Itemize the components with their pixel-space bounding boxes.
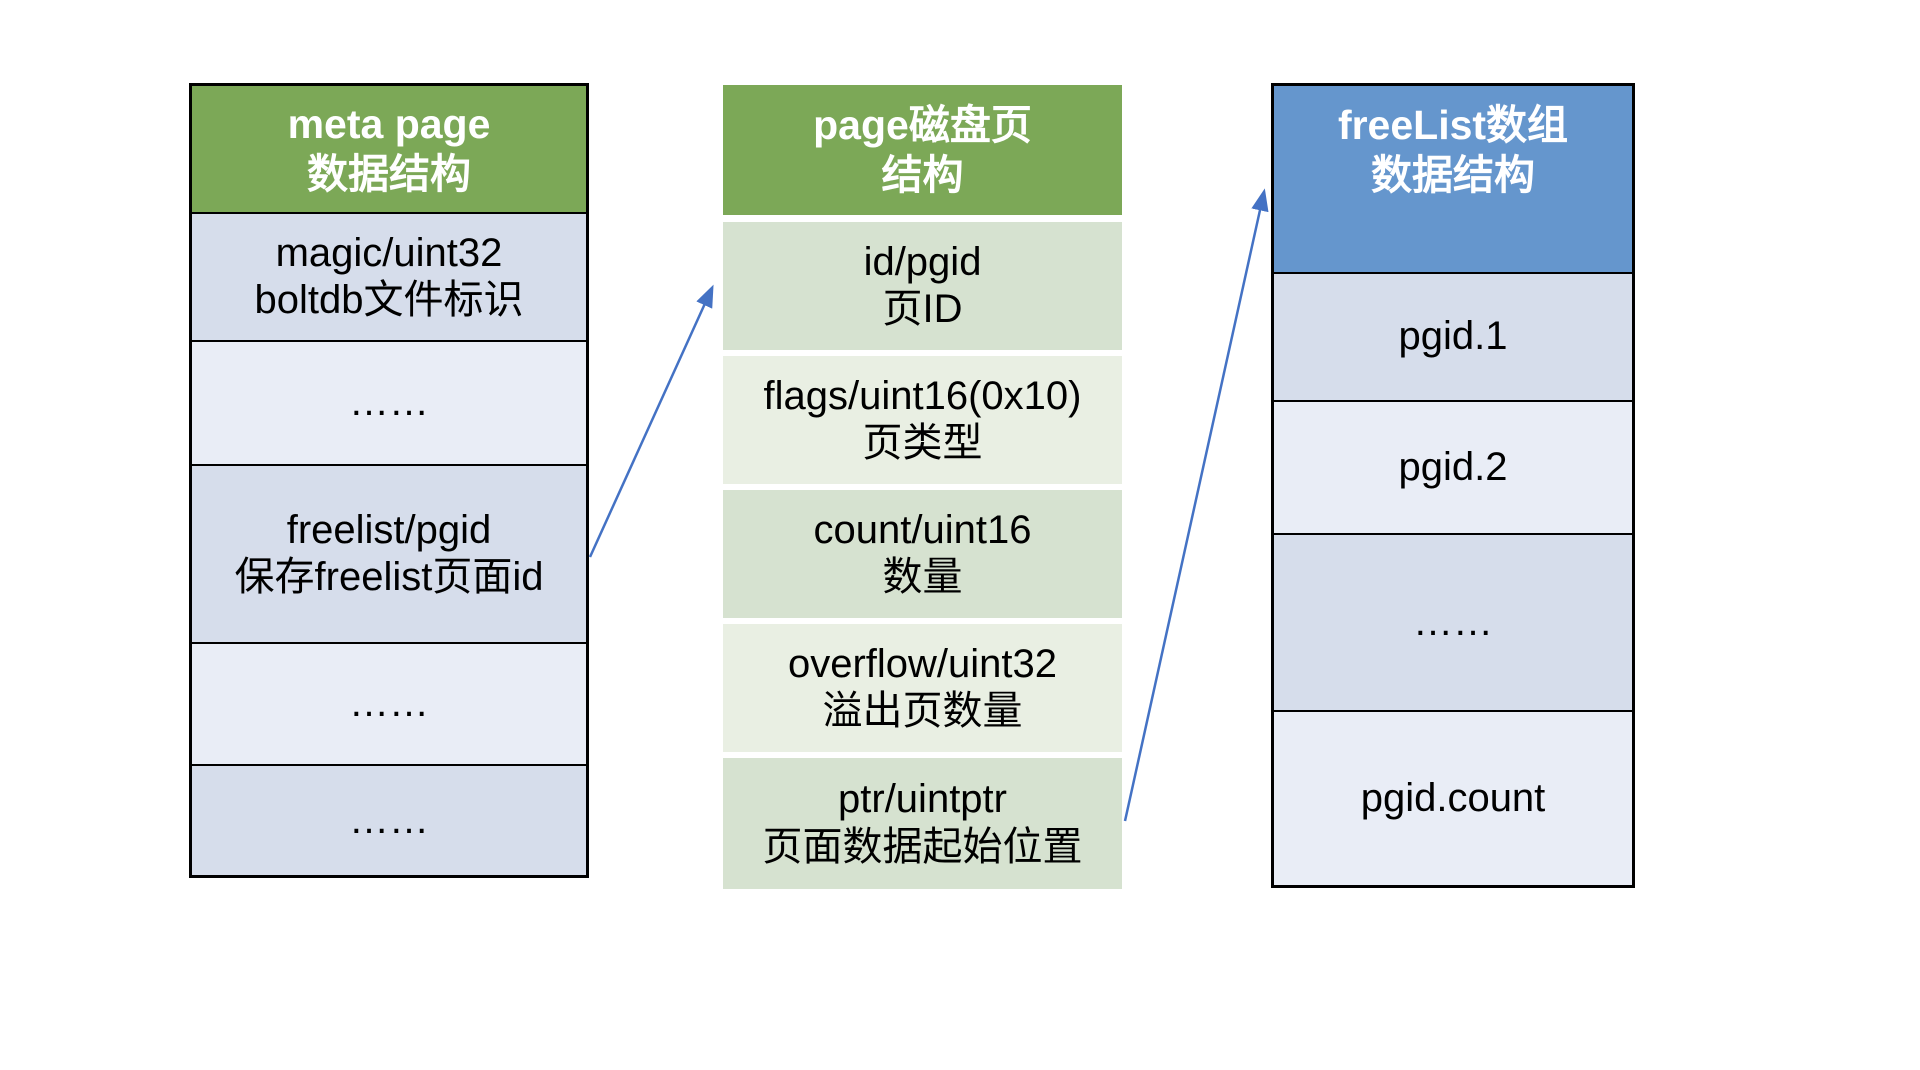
- page-structure-table: page磁盘页 结构 id/pgid 页ID flags/uint16(0x10…: [723, 85, 1122, 895]
- row-line-1: id/pgid: [863, 239, 982, 284]
- freelist-array-table: freeList数组 数据结构 pgid.1 pgid.2 …… pgid.co…: [1271, 83, 1635, 888]
- header-line-2: 结构: [881, 152, 964, 198]
- row-ellipsis: ……: [192, 340, 586, 464]
- row-flags: flags/uint16(0x10) 页类型: [723, 356, 1122, 484]
- row-ellipsis: ……: [192, 642, 586, 764]
- row-freelist-pgid: freelist/pgid 保存freelist页面id: [192, 464, 586, 642]
- header-line-2: 数据结构: [1371, 152, 1535, 199]
- row-line-2: 页类型: [862, 421, 983, 465]
- row-count: count/uint16 数量: [723, 490, 1122, 618]
- row-line-1: pgid.2: [1398, 444, 1508, 489]
- row-line-2: boltdb文件标识: [254, 278, 524, 322]
- row-ptr: ptr/uintptr 页面数据起始位置: [723, 758, 1122, 889]
- row-line-2: 保存freelist页面id: [234, 555, 544, 599]
- row-pgid-2: pgid.2: [1274, 400, 1632, 533]
- row-id-pgid: id/pgid 页ID: [723, 222, 1122, 350]
- row-pgid-1: pgid.1: [1274, 272, 1632, 400]
- row-line-1: pgid.count: [1360, 775, 1546, 820]
- header-line-1: page磁盘页: [813, 101, 1032, 148]
- row-line-1: count/uint16: [813, 507, 1032, 552]
- header-line-2: 数据结构: [307, 151, 471, 197]
- page-structure-header: page磁盘页 结构: [723, 85, 1122, 215]
- row-ellipsis: ……: [1274, 533, 1632, 710]
- row-line-1: ……: [349, 797, 429, 842]
- row-overflow: overflow/uint32 溢出页数量: [723, 624, 1122, 752]
- row-magic: magic/uint32 boltdb文件标识: [192, 212, 586, 340]
- row-line-2: 页面数据起始位置: [762, 824, 1083, 869]
- row-line-1: overflow/uint32: [787, 641, 1058, 686]
- meta-page-table: meta page 数据结构 magic/uint32 boltdb文件标识 ……: [189, 83, 589, 878]
- header-line-1: freeList数组: [1337, 102, 1569, 148]
- arrow-meta-freelist-to-page-top-icon: [588, 284, 714, 558]
- row-pgid-count: pgid.count: [1274, 710, 1632, 885]
- row-ellipsis: ……: [192, 764, 586, 875]
- header-line-1: meta page: [287, 100, 491, 147]
- freelist-array-header: freeList数组 数据结构: [1274, 86, 1632, 272]
- row-line-1: magic/uint32: [275, 230, 503, 275]
- row-line-1: ……: [349, 681, 429, 726]
- row-line-2: 页ID: [882, 287, 963, 331]
- row-line-1: freelist/pgid: [286, 507, 492, 552]
- row-line-1: ……: [1413, 599, 1493, 644]
- meta-page-header: meta page 数据结构: [192, 86, 586, 212]
- row-line-1: pgid.1: [1398, 314, 1508, 359]
- row-line-1: ……: [349, 380, 429, 425]
- row-line-2: 溢出页数量: [822, 689, 1023, 733]
- arrow-page-ptr-to-freelist-header-icon: [1123, 188, 1269, 822]
- row-line-1: ptr/uintptr: [838, 777, 1007, 822]
- row-line-1: flags/uint16(0x10): [763, 373, 1082, 418]
- row-line-2: 数量: [882, 555, 963, 599]
